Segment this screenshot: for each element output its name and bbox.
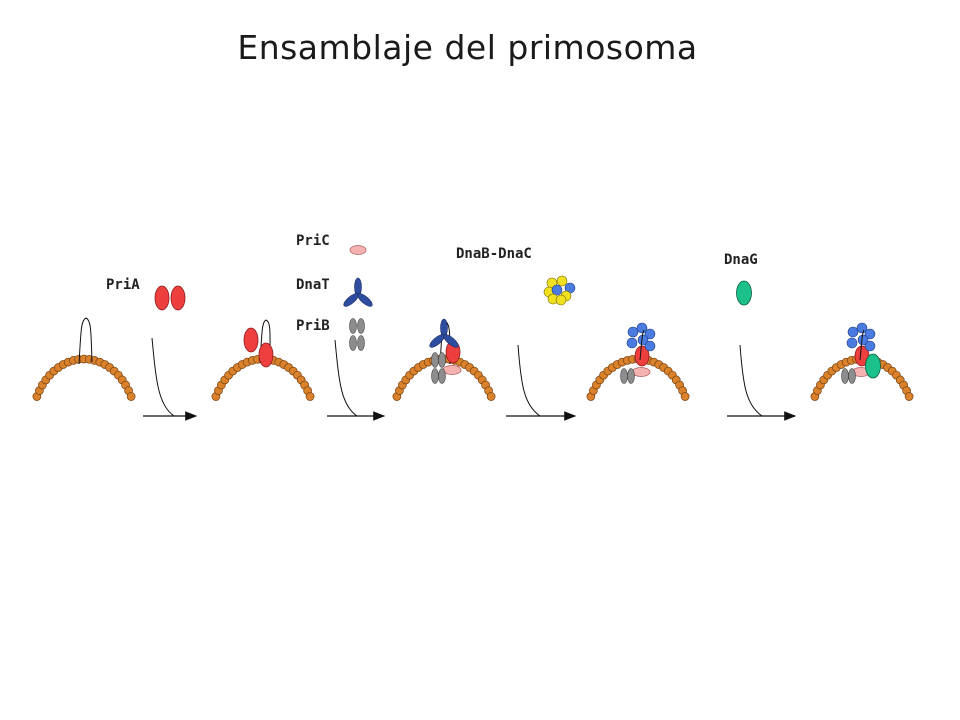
dna-fork-stage-1 bbox=[32, 354, 136, 401]
stage-3-complex bbox=[429, 318, 462, 384]
single-strand-loop-1 bbox=[78, 317, 93, 365]
pria-label: PriA bbox=[106, 277, 140, 293]
dna-nucleotide-bead bbox=[680, 392, 690, 401]
pric-protein bbox=[349, 245, 367, 255]
dna-nucleotide-bead bbox=[305, 392, 315, 401]
reaction-arrow-2 bbox=[327, 339, 386, 421]
dna-nucleotide-bead bbox=[904, 392, 914, 401]
reaction-arrow-4 bbox=[727, 344, 797, 421]
slide-title: Ensamblaje del primosoma bbox=[237, 28, 698, 67]
dnat-protein bbox=[343, 277, 373, 307]
prib-protein bbox=[349, 318, 365, 351]
stage-2-pria-bound bbox=[243, 319, 274, 368]
pria-protein bbox=[154, 285, 186, 311]
reaction-arrow-3 bbox=[506, 344, 577, 421]
dnag-label: DnaG bbox=[724, 252, 758, 268]
dnag-protein bbox=[736, 280, 752, 306]
stage-5-complex bbox=[841, 322, 881, 384]
dnab-dnac-label: DnaB-DnaC bbox=[456, 246, 532, 262]
dna-nucleotide-bead bbox=[126, 392, 136, 401]
reaction-arrow-1 bbox=[143, 337, 198, 421]
stage-4-complex bbox=[620, 322, 656, 384]
pric-label: PriC bbox=[296, 233, 330, 249]
dnab-dnac-complex bbox=[543, 275, 576, 306]
dna-nucleotide-bead bbox=[486, 392, 496, 401]
prib-label: PriB bbox=[296, 318, 330, 334]
dnat-label: DnaT bbox=[296, 277, 330, 293]
